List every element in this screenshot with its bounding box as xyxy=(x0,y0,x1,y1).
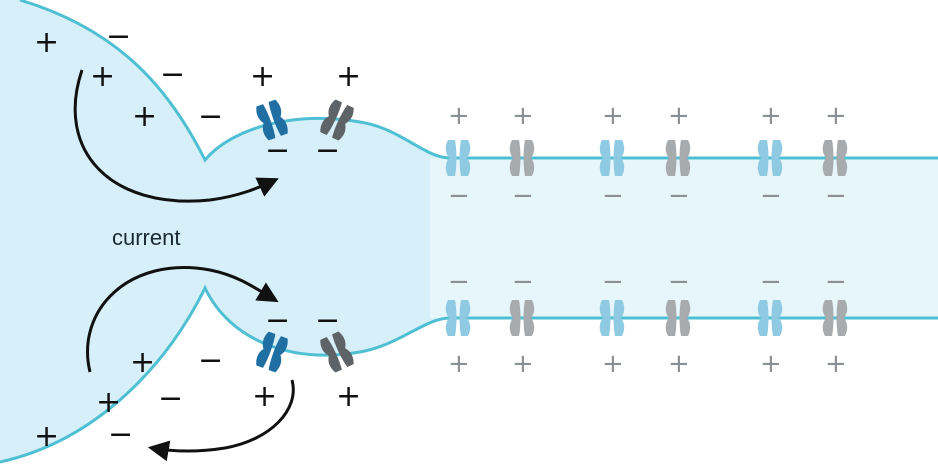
minus-sign: − xyxy=(158,381,183,416)
plus-sign: + xyxy=(90,59,115,94)
minus-sign: − xyxy=(602,267,624,297)
plus-sign: + xyxy=(602,101,624,131)
minus-sign: − xyxy=(315,133,340,168)
membrane-top xyxy=(19,0,938,163)
minus-sign: − xyxy=(668,267,690,297)
minus-sign: − xyxy=(265,133,290,168)
minus-sign: − xyxy=(265,303,290,338)
plus-sign: + xyxy=(34,419,59,454)
plus-sign: + xyxy=(448,101,470,131)
minus-sign: − xyxy=(448,181,470,211)
plus-sign: + xyxy=(336,59,361,94)
current-arrow-icon xyxy=(86,266,279,373)
minus-sign: − xyxy=(668,181,690,211)
plus-sign: + xyxy=(34,25,59,60)
minus-sign: − xyxy=(198,99,223,134)
minus-sign: − xyxy=(825,267,847,297)
minus-sign: − xyxy=(760,181,782,211)
plus-sign: + xyxy=(760,349,782,379)
minus-sign: − xyxy=(602,181,624,211)
minus-sign: − xyxy=(760,267,782,297)
minus-sign: − xyxy=(512,181,534,211)
minus-sign: − xyxy=(108,417,133,452)
plus-sign: + xyxy=(448,349,470,379)
current-arrow-icon xyxy=(147,379,295,462)
minus-sign: − xyxy=(160,57,185,92)
plus-sign: + xyxy=(336,379,361,414)
current-label: current xyxy=(112,225,180,250)
plus-sign: + xyxy=(602,349,624,379)
plus-sign: + xyxy=(512,349,534,379)
plus-sign: + xyxy=(512,101,534,131)
current-arrow-icon xyxy=(73,69,279,203)
plus-sign: + xyxy=(132,99,157,134)
plus-sign: + xyxy=(668,101,690,131)
minus-sign: − xyxy=(825,181,847,211)
plus-sign: + xyxy=(96,385,121,420)
minus-sign: − xyxy=(198,343,223,378)
plus-sign: + xyxy=(252,379,277,414)
plus-sign: + xyxy=(760,101,782,131)
plus-sign: + xyxy=(825,101,847,131)
minus-sign: − xyxy=(315,303,340,338)
axon-interior-fade xyxy=(430,158,938,318)
plus-sign: + xyxy=(130,345,155,380)
plus-sign: + xyxy=(825,349,847,379)
minus-sign: − xyxy=(512,267,534,297)
minus-sign: − xyxy=(448,267,470,297)
membrane-bottom xyxy=(0,284,938,464)
plus-sign: + xyxy=(668,349,690,379)
plus-sign: + xyxy=(250,59,275,94)
minus-sign: − xyxy=(106,19,131,54)
